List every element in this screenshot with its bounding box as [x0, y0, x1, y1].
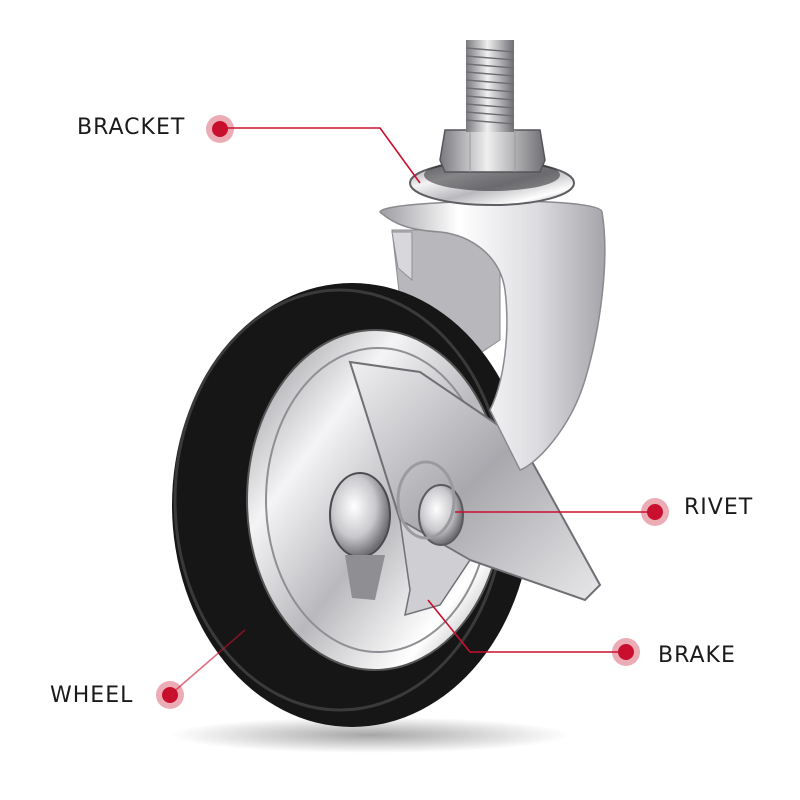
rivet-label: RIVET [684, 495, 754, 520]
axle-hub [329, 472, 391, 558]
floor-shadow [170, 717, 570, 753]
threaded-stem [466, 40, 514, 132]
brake-leader [427, 599, 625, 653]
axle-washer [345, 555, 385, 600]
wheel-dot [162, 687, 178, 703]
callout-lines [169, 127, 655, 696]
callout-dots [156, 115, 669, 709]
bracket-leader [222, 127, 421, 184]
rivet-base [396, 460, 456, 540]
brake-label: BRAKE [658, 643, 736, 668]
hex-nut [439, 129, 546, 173]
rivet [418, 484, 464, 546]
brake-dot [618, 644, 634, 660]
brake-lever [399, 518, 472, 617]
wheel-leader [169, 629, 246, 696]
wheel-label: WHEEL [50, 683, 134, 708]
stem-threads [465, 47, 515, 125]
rivet-dot [647, 504, 663, 520]
bracket-label: BRACKET [77, 115, 186, 140]
bracket-arm [379, 200, 606, 471]
bracket-inner-fold [391, 231, 413, 282]
bracket-dot [212, 121, 228, 137]
